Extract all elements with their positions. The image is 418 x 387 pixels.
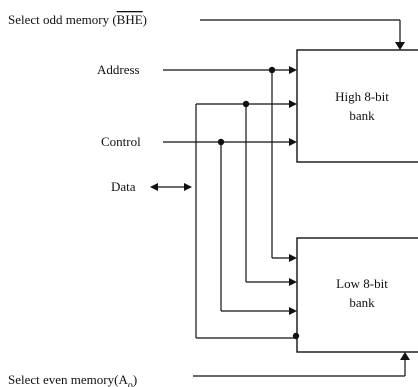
- high-bank-label-line1: High 8-bit: [335, 89, 389, 104]
- a0-subscript: 0: [128, 382, 133, 387]
- data-left-arrow-icon: [150, 183, 158, 191]
- data-label: Data: [111, 179, 136, 194]
- data-right-arrow-icon: [184, 183, 192, 191]
- high-bank-label-line2: bank: [349, 108, 375, 123]
- address-low-arrow-icon: [289, 254, 297, 262]
- control-low-arrow-icon: [289, 307, 297, 315]
- data-high-arrow-icon: [289, 100, 297, 108]
- select-odd-memory-label: Select odd memory (BHE): [8, 12, 147, 27]
- data-low-junction-dot: [292, 332, 300, 340]
- control-label: Control: [101, 134, 141, 149]
- select-even-memory-label: Select even memory(A0): [8, 372, 137, 387]
- low-bank-box: [296, 237, 418, 353]
- address-label: Address: [97, 62, 140, 77]
- address-high-arrow-icon: [289, 66, 297, 74]
- data-low-arrow-a-icon: [289, 278, 297, 286]
- control-high-arrow-icon: [289, 138, 297, 146]
- high-bank-box: [296, 49, 418, 163]
- low-bank-label-line2: bank: [349, 295, 375, 310]
- a0-arrow-icon: [400, 352, 410, 360]
- low-bank-label-line1: Low 8-bit: [336, 276, 388, 291]
- bhe-arrow-icon: [395, 42, 405, 50]
- bhe-signal: BHE: [117, 12, 143, 27]
